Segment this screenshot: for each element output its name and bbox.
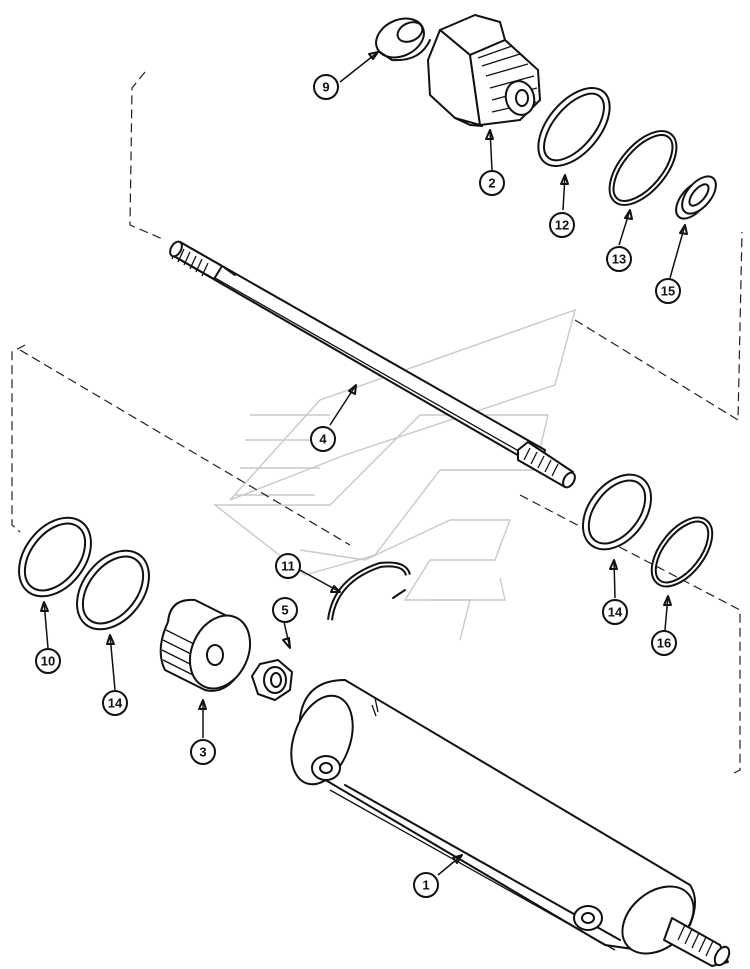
callout-label: 1 [422, 878, 429, 893]
callout-12: 12 [549, 212, 575, 238]
callout-14-right: 14 [602, 599, 628, 625]
part-5-nut [251, 659, 293, 701]
part-13-o-ring [608, 130, 678, 206]
callout-10: 10 [35, 648, 61, 674]
callout-label: 15 [661, 284, 675, 299]
part-14-backup-ring-right [582, 473, 652, 551]
callout-label: 12 [555, 218, 569, 233]
callout-1: 1 [413, 872, 439, 898]
callout-4: 4 [310, 426, 336, 452]
upper-dashed-envelope [129, 71, 743, 422]
part-2-gland [427, 14, 541, 127]
callout-label: 14 [108, 696, 123, 711]
part-10-backup-ring [18, 516, 92, 598]
callout-5: 5 [272, 597, 298, 623]
callout-label: 5 [281, 603, 288, 618]
callout-9: 9 [313, 74, 339, 100]
callout-14-left: 14 [102, 690, 128, 716]
callout-15: 15 [655, 278, 681, 304]
callout-label: 4 [319, 432, 327, 447]
part-1-cylinder-barrel [290, 679, 731, 967]
callout-label: 3 [199, 745, 206, 760]
callout-11: 11 [275, 553, 301, 579]
callout-2: 2 [479, 170, 505, 196]
part-16-o-ring [650, 516, 714, 588]
callout-label: 2 [488, 176, 495, 191]
part-4-piston-rod [169, 240, 576, 489]
callout-label: 9 [322, 80, 329, 95]
part-12-backup-ring [537, 86, 611, 168]
part-3-piston [159, 598, 252, 692]
leader-lines [40, 51, 688, 876]
part-9-wiper-seal [375, 17, 431, 62]
callout-label: 10 [41, 654, 55, 669]
callout-3: 3 [190, 739, 216, 765]
callout-13: 13 [606, 246, 632, 272]
callout-label: 16 [657, 636, 671, 651]
part-11-retaining-ring [327, 561, 411, 621]
part-14-backup-ring-left [76, 549, 150, 631]
lower-dashed-envelope [11, 344, 741, 776]
callout-16: 16 [651, 630, 677, 656]
watermark-logo [212, 308, 577, 641]
callout-label: 11 [281, 559, 295, 574]
part-15-seal [675, 175, 717, 220]
callout-label: 14 [608, 605, 623, 620]
callout-label: 13 [612, 252, 626, 267]
